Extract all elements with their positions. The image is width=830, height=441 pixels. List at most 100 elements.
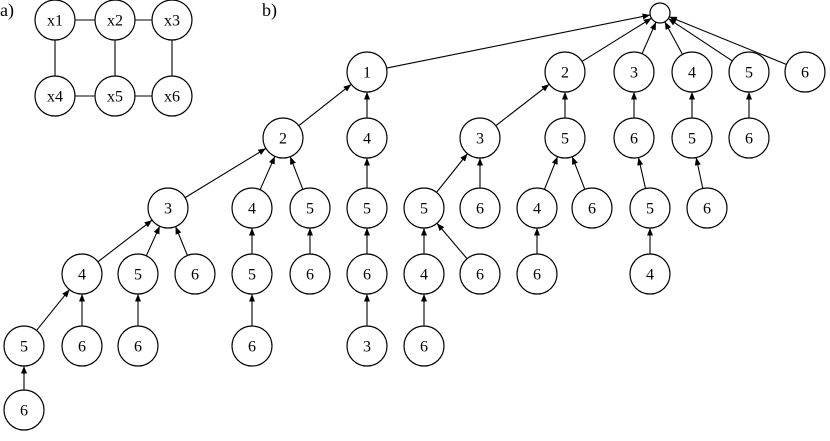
tree-node-label: 6 [801, 65, 809, 82]
tree-node-circle [346, 187, 388, 229]
tree-node-label: 3 [630, 65, 638, 82]
tree-node-q6: 6 [516, 253, 558, 295]
tree-node-circle [459, 187, 501, 229]
tree-edge-u6-t5 [694, 157, 704, 189]
tree-node-l5: 5 [403, 187, 445, 229]
tree-node-circle [516, 253, 558, 295]
tree-node-n5: 5 [728, 51, 770, 93]
tree-node-n4: 4 [671, 51, 713, 93]
tree-node-circle [544, 117, 586, 159]
tree-node-label: 4 [420, 267, 428, 284]
tree-node-circle [784, 51, 826, 93]
tree-node-label: 4 [688, 65, 696, 82]
grid-node-label: x3 [164, 13, 180, 30]
tree-edge-a2-n1 [298, 83, 352, 127]
tree-node-circle [671, 117, 713, 159]
tree-node-label: 5 [745, 65, 753, 82]
tree-node-label: 6 [476, 267, 484, 284]
tree-edge-b4-a2 [259, 156, 276, 190]
tree-node-label: 4 [533, 201, 541, 218]
tree-node-circle [516, 187, 558, 229]
tree-node-circle [346, 325, 388, 367]
tree-node-u6: 6 [686, 187, 728, 229]
tree-edge-p4-k5 [543, 156, 559, 190]
tree-node-m4: 4 [403, 253, 445, 295]
grid-node-label: x1 [47, 13, 63, 30]
tree-node-label: 3 [476, 131, 484, 148]
tree-node-s5: 5 [629, 187, 671, 229]
tree-node-l6: 6 [459, 187, 501, 229]
grid-node-label: x5 [107, 89, 123, 106]
tree-edge-p6-k5 [571, 156, 586, 190]
tree-edge-n6-root [669, 16, 787, 65]
tree-edge-s5-r6 [637, 157, 647, 189]
tree-node-circle [289, 253, 331, 295]
tree-node-circle [346, 51, 388, 93]
grid-node-x6: x6 [151, 75, 193, 117]
panel-a-label: a) [0, 0, 14, 21]
tree-edge-n2-root [581, 17, 652, 62]
tree-node-label: 6 [248, 339, 256, 356]
grid-node-label: x2 [107, 13, 123, 30]
tree-node-label: 5 [688, 131, 696, 148]
grid-node-circle [34, 75, 76, 117]
tree-node-n2: 2 [544, 51, 586, 93]
grid-node-circle [151, 75, 193, 117]
tree-node-n1: 1 [346, 51, 388, 93]
tree-node-circle [613, 51, 655, 93]
tree-node-circle [147, 187, 189, 229]
tree-edge-c5-b3 [145, 225, 161, 257]
tree-node-circle [61, 253, 103, 295]
tree-node-label: 6 [476, 201, 484, 218]
tree-node-circle [649, 2, 671, 24]
tree-node-circle [728, 51, 770, 93]
tree-node-v6: 6 [728, 117, 770, 159]
tree-node-circle [571, 187, 613, 229]
tree-node-circle [3, 325, 45, 367]
tree-edge-k3-n2 [495, 83, 550, 127]
tree-node-a4: 4 [346, 117, 388, 159]
tree-node-label: 5 [561, 131, 569, 148]
tree-edge-b3-a2 [184, 147, 267, 199]
tree-node-label: 2 [561, 65, 569, 82]
tree-node-h6: 6 [231, 325, 273, 367]
tree-node-f6: 6 [117, 325, 159, 367]
tree-node-circle [613, 117, 655, 159]
tree-node-circle [403, 187, 445, 229]
tree-edge-n1-root [386, 13, 651, 69]
tree-node-label: 5 [306, 201, 314, 218]
tree-node-circle [117, 325, 159, 367]
tree-node-g5: 5 [231, 253, 273, 295]
tree-node-circle [403, 253, 445, 295]
tree-node-label: 6 [420, 339, 428, 356]
tree-node-i5: 5 [346, 187, 388, 229]
grid-node-label: x6 [164, 89, 180, 106]
tree-node-label: 6 [588, 201, 596, 218]
tree-node-p6: 6 [571, 187, 613, 229]
tree-node-label: 5 [420, 201, 428, 218]
grid-node-x2: x2 [94, 0, 136, 41]
tree-node-o6: 6 [403, 325, 445, 367]
grid-edges [54, 19, 173, 97]
tree-node-label: 4 [248, 201, 256, 218]
tree-edge-n4-root [664, 21, 683, 55]
tree-edge-d5-c4 [36, 289, 70, 331]
tree-edge-c4-b3 [97, 219, 153, 263]
tree-node-b4: 4 [231, 187, 273, 229]
tree-node-label: 5 [363, 201, 371, 218]
tree-node-label: 5 [134, 267, 142, 284]
tree-node-t5: 5 [671, 117, 713, 159]
tree-node-t4: 4 [629, 253, 671, 295]
tree-node-k3: 3 [459, 117, 501, 159]
tree-node-circle [728, 117, 770, 159]
tree-node-c5: 5 [117, 253, 159, 295]
tree-node-circle [346, 253, 388, 295]
grid-node-circle [151, 0, 193, 41]
tree-node-p4: 4 [516, 187, 558, 229]
tree-node-circle [117, 253, 159, 295]
grid-node-circle [94, 75, 136, 117]
tree-node-circle [459, 117, 501, 159]
